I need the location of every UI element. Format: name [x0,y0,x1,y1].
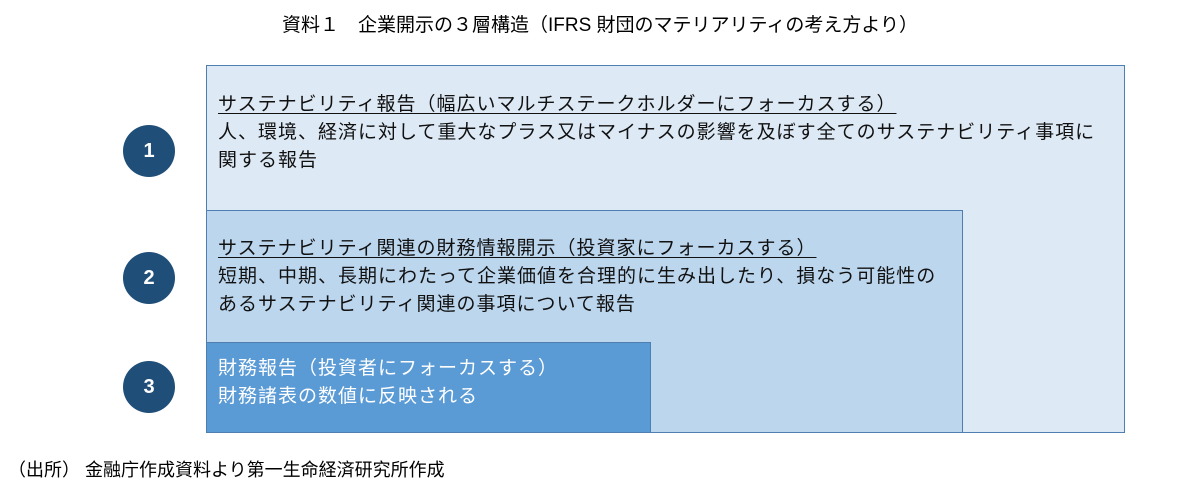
layer-3-number-badge: 3 [123,361,175,413]
layer-1-heading: サステナビリティ報告（幅広いマルチステークホルダーにフォーカスする） [218,94,897,115]
layer-1-number-badge: 1 [123,125,175,177]
layer-3-body: 財務諸表の数値に反映される [218,386,479,407]
layer-1-text: サステナビリティ報告（幅広いマルチステークホルダーにフォーカスする） 人、環境、… [218,91,1108,175]
layer-2-body: 短期、中期、長期にわたって企業価値を合理的に生み出したり、損なう可能性のあるサス… [218,266,937,315]
layer-2-text: サステナビリティ関連の財務情報開示（投資家にフォーカスする） 短期、中期、長期に… [218,235,953,319]
layer-3-text: 財務報告（投資者にフォーカスする） 財務諸表の数値に反映される [218,355,648,411]
diagram-title: 資料１ 企業開示の３層構造（IFRS 財団のマテリアリティの考え方より） [281,15,919,36]
source-note: （出所） 金融庁作成資料より第一生命経済研究所作成 [8,460,445,480]
layer-3-box [206,342,651,433]
layer-2-heading: サステナビリティ関連の財務情報開示（投資家にフォーカスする） [218,238,817,259]
layer-1-body: 人、環境、経済に対して重大なプラス又はマイナスの影響を及ぼす全てのサステナビリテ… [218,122,1096,171]
layer-2-number-badge: 2 [123,252,175,304]
layer-3-heading: 財務報告（投資者にフォーカスする） [218,358,559,379]
